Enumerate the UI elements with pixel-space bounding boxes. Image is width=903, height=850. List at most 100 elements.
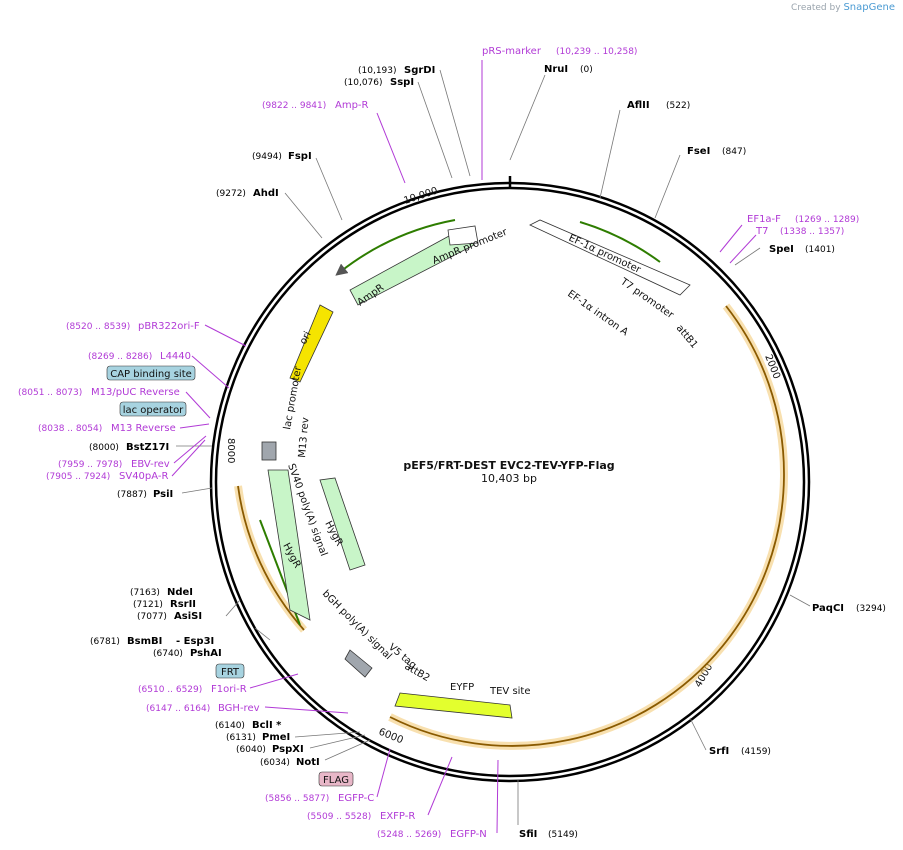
- credit-prefix: Created by: [791, 3, 841, 13]
- enzyme-pshai-pos: (6740): [153, 649, 183, 659]
- tick-6000: 6000: [377, 727, 405, 747]
- label-attb1: attB1: [674, 323, 700, 351]
- enzyme-bstz17i-pos: (8000): [89, 443, 119, 453]
- enzyme-bstz17i: BstZ17I: [126, 442, 169, 453]
- label-ef1a-promoter: EF-1α promoter: [567, 233, 643, 276]
- primer-m13puc: M13/pUC Reverse: [91, 387, 180, 398]
- primer-bgh-rev: BGH-rev: [218, 703, 260, 714]
- box-frt: [215, 663, 245, 679]
- primer-m13rev-pos: (8038 .. 8054): [38, 424, 102, 434]
- enzyme-sgrdi-pos: (10,193): [358, 66, 397, 76]
- primer-egfp-c-pos: (5856 .. 5877): [265, 794, 329, 804]
- enzyme-asisi: AsiSI: [174, 611, 202, 622]
- box-lac-operator-label: lac operator: [123, 405, 184, 416]
- enzyme-sfii: SfiI: [519, 829, 537, 840]
- enzyme-bcli-pos: (6140): [215, 721, 245, 731]
- primer-l4440: L4440: [160, 351, 191, 362]
- primer-t7: T7: [755, 226, 768, 237]
- primer-m13puc-pos: (8051 .. 8073): [18, 388, 82, 398]
- label-m13-rev: M13 rev: [297, 417, 311, 458]
- feature-ef1a-promoter: [529, 219, 691, 296]
- primer-f1ori-r-pos: (6510 .. 6529): [138, 685, 202, 695]
- primer-prs-marker-pos: (10,239 .. 10,258): [556, 47, 637, 57]
- feature-ampr-promoter: [447, 225, 479, 246]
- enzyme-esp3i: - Esp3I: [176, 636, 214, 647]
- primer-sv40pa-r-pos: (7905 .. 7924): [46, 472, 110, 482]
- enzyme-noti: NotI: [296, 757, 320, 768]
- primer-f1ori-r: F1ori-R: [211, 684, 247, 695]
- orf-arc-left-line: [237, 485, 305, 631]
- enzyme-rsrii-pos: (7121): [133, 600, 163, 610]
- enzyme-sspi: SspI: [390, 77, 414, 88]
- feature-sv40-polya: [261, 441, 277, 461]
- enzyme-spei-pos: (1401): [805, 245, 835, 255]
- label-eyfp: EYFP: [450, 682, 474, 693]
- box-lac-operator: [119, 401, 187, 417]
- plasmid-length: 10,403 bp: [481, 472, 537, 485]
- primer-pbr322ori-f-pos: (8520 .. 8539): [66, 322, 130, 332]
- plasmid-name: pEF5/FRT-DEST EVC2-TEV-YFP-Flag: [403, 459, 614, 472]
- feature-hygr-2: [319, 477, 366, 571]
- box-cap-binding-site-label: CAP binding site: [110, 369, 192, 380]
- primer-exfp-r-pos: (5509 .. 5528): [307, 812, 371, 822]
- enzyme-sgrdi: SgrDI: [404, 65, 435, 76]
- enzyme-bsmbi: BsmBI: [127, 636, 162, 647]
- primer-egfp-n: EGFP-N: [450, 829, 487, 840]
- enzyme-psii-pos: (7887): [117, 490, 147, 500]
- primer-sv40pa-r: SV40pA-R: [119, 471, 168, 482]
- enzyme-bcli: BclI *: [252, 720, 282, 731]
- primer-m13rev: M13 Reverse: [111, 423, 176, 434]
- enzyme-fsei-pos: (847): [722, 147, 746, 157]
- orf-line-ampr: [335, 219, 456, 276]
- label-bgh-polya: bGH poly(A) signal: [320, 588, 394, 662]
- label-attb2: attB2: [403, 661, 432, 684]
- feature-eyfp: [394, 692, 513, 719]
- primer-bgh-rev-pos: (6147 .. 6164): [146, 704, 210, 714]
- enzyme-paqci: PaqCI: [812, 603, 844, 614]
- enzyme-paqci-pos: (3294): [856, 604, 886, 614]
- enzyme-srfi-pos: (4159): [741, 747, 771, 757]
- enzyme-sspi-pos: (10,076): [344, 78, 383, 88]
- enzyme-pshai: PshAI: [190, 648, 222, 659]
- enzyme-ndei-pos: (7163): [130, 588, 160, 598]
- box-flag-label: FLAG: [323, 775, 349, 786]
- primer-l4440-pos: (8269 .. 8286): [88, 352, 152, 362]
- primer-pbr322ori-f: pBR322ori-F: [138, 321, 200, 332]
- enzyme-psii: PsiI: [153, 489, 173, 500]
- enzyme-pspxi-pos: (6040): [236, 745, 266, 755]
- orf-arc-eyfp-line: [389, 305, 785, 747]
- primer-ebv-rev: EBV-rev: [131, 459, 170, 470]
- enzyme-nrui: NruI: [544, 64, 568, 75]
- enzyme-aflii: AflII: [627, 100, 650, 111]
- primer-leaders: [171, 60, 757, 834]
- enzyme-fsei: FseI: [687, 146, 710, 157]
- enzyme-pmei-pos: (6131): [226, 733, 256, 743]
- primer-ef1a-f-pos: (1269 .. 1289): [795, 215, 859, 225]
- primer-amp-r-pos: (9822 .. 9841): [262, 101, 326, 111]
- primer-egfp-n-pos: (5248 .. 5269): [377, 830, 441, 840]
- enzyme-ndei: NdeI: [167, 587, 193, 598]
- enzyme-asisi-pos: (7077): [137, 612, 167, 622]
- primer-ebv-rev-pos: (7959 .. 7978): [58, 460, 122, 470]
- enzyme-leaders: [176, 69, 811, 825]
- orf-arc-eyfp: [388, 303, 788, 750]
- primer-exfp-r: EXFP-R: [380, 811, 415, 822]
- box-cap-binding-site: [106, 365, 196, 381]
- enzyme-spei: SpeI: [769, 244, 794, 255]
- primer-amp-r: Amp-R: [335, 100, 369, 111]
- snapgene-credit: Created by SnapGene: [791, 2, 895, 13]
- orf-line-ef1a: [579, 221, 661, 263]
- label-ef1a-intron: EF-1α intron A: [565, 288, 630, 338]
- primer-egfp-c: EGFP-C: [338, 793, 374, 804]
- credit-brand: SnapGene: [843, 2, 895, 13]
- label-tev-site: TEV site: [489, 686, 531, 697]
- box-frt-label: FRT: [221, 667, 240, 678]
- feature-hygr-1: [267, 469, 311, 621]
- feature-bgh-polya: [344, 649, 373, 678]
- enzyme-fspi-pos: (9494): [252, 152, 282, 162]
- tick-8000: 8000: [225, 438, 236, 463]
- enzyme-bsmbi-pos: (6781): [90, 637, 120, 647]
- primer-t7-pos: (1338 .. 1357): [780, 227, 844, 237]
- tick-10000: 10,000: [403, 186, 440, 207]
